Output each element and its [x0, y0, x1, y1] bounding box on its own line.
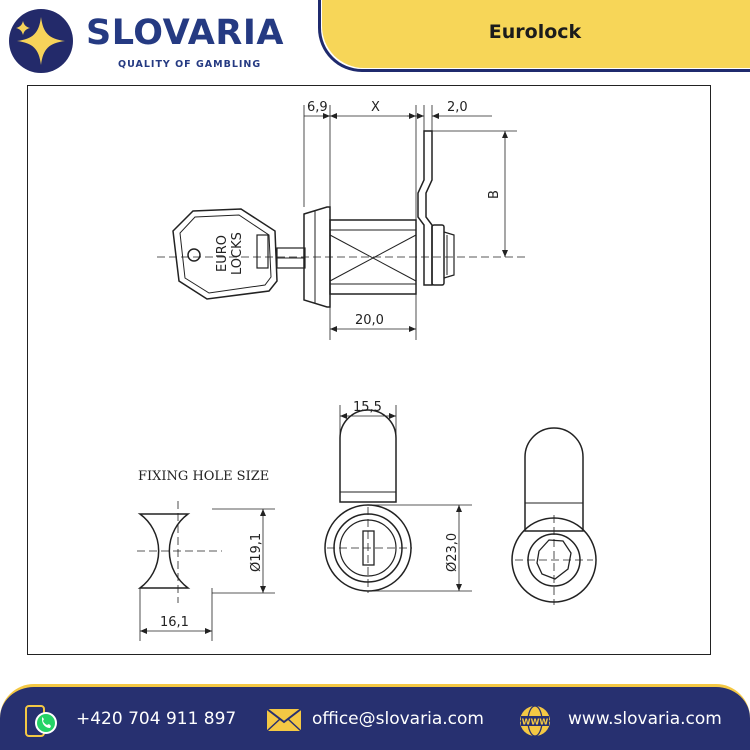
lock-nut — [431, 224, 445, 286]
drawing-frame — [27, 85, 711, 655]
key-slot — [256, 234, 269, 269]
dim-cam-b: B — [487, 190, 502, 199]
fixing-hole-label: FIXING HOLE SIZE — [138, 469, 269, 484]
logo-star-icon — [9, 9, 73, 73]
envelope-icon — [266, 708, 302, 732]
dim-flange: 6,9 — [307, 100, 328, 115]
header: SLOVARIA QUALITY OF GAMBLING Eurolock — [0, 0, 750, 78]
dim-hole-width: 16,1 — [160, 615, 189, 630]
dim-body-x: X — [371, 100, 380, 115]
key-label-line1: EURO — [215, 235, 230, 272]
dim-flange-diameter: Ø23,0 — [445, 533, 460, 572]
technical-drawing: EURO LOCKS 6,9 X 2,0 B 20,0 15,5 FIXING … — [137, 100, 597, 641]
phone-whatsapp-icon — [25, 705, 57, 737]
brand-tagline: QUALITY OF GAMBLING — [118, 59, 262, 70]
front-cam — [339, 409, 397, 503]
globe-www-icon: WWW — [520, 705, 550, 737]
contact-phone-text: +420 704 911 897 — [76, 709, 237, 729]
lock-cam — [417, 130, 433, 286]
svg-text:WWW: WWW — [522, 718, 549, 727]
rear-cam — [524, 427, 584, 532]
dim-thread-length: 20,0 — [355, 313, 384, 328]
contact-footer: +420 704 911 897 office@slovaria.com WWW… — [0, 684, 750, 750]
key-bow — [172, 208, 278, 300]
brand-name: SLOVARIA — [86, 13, 284, 53]
product-title: Eurolock — [488, 21, 582, 43]
dim-cam-thickness: 2,0 — [447, 100, 468, 115]
header-band-border — [318, 0, 750, 72]
dim-hole-height: Ø19,1 — [249, 533, 264, 572]
contact-web-text: www.slovaria.com — [568, 709, 722, 729]
dim-cam-width: 15,5 — [353, 400, 382, 415]
contact-email-text: office@slovaria.com — [312, 709, 484, 729]
header-title-band — [322, 0, 750, 68]
key-bow-inner — [179, 214, 272, 294]
key-label-line2: LOCKS — [230, 232, 245, 275]
key-hole — [187, 248, 201, 262]
fixing-hole-outline — [137, 513, 191, 589]
